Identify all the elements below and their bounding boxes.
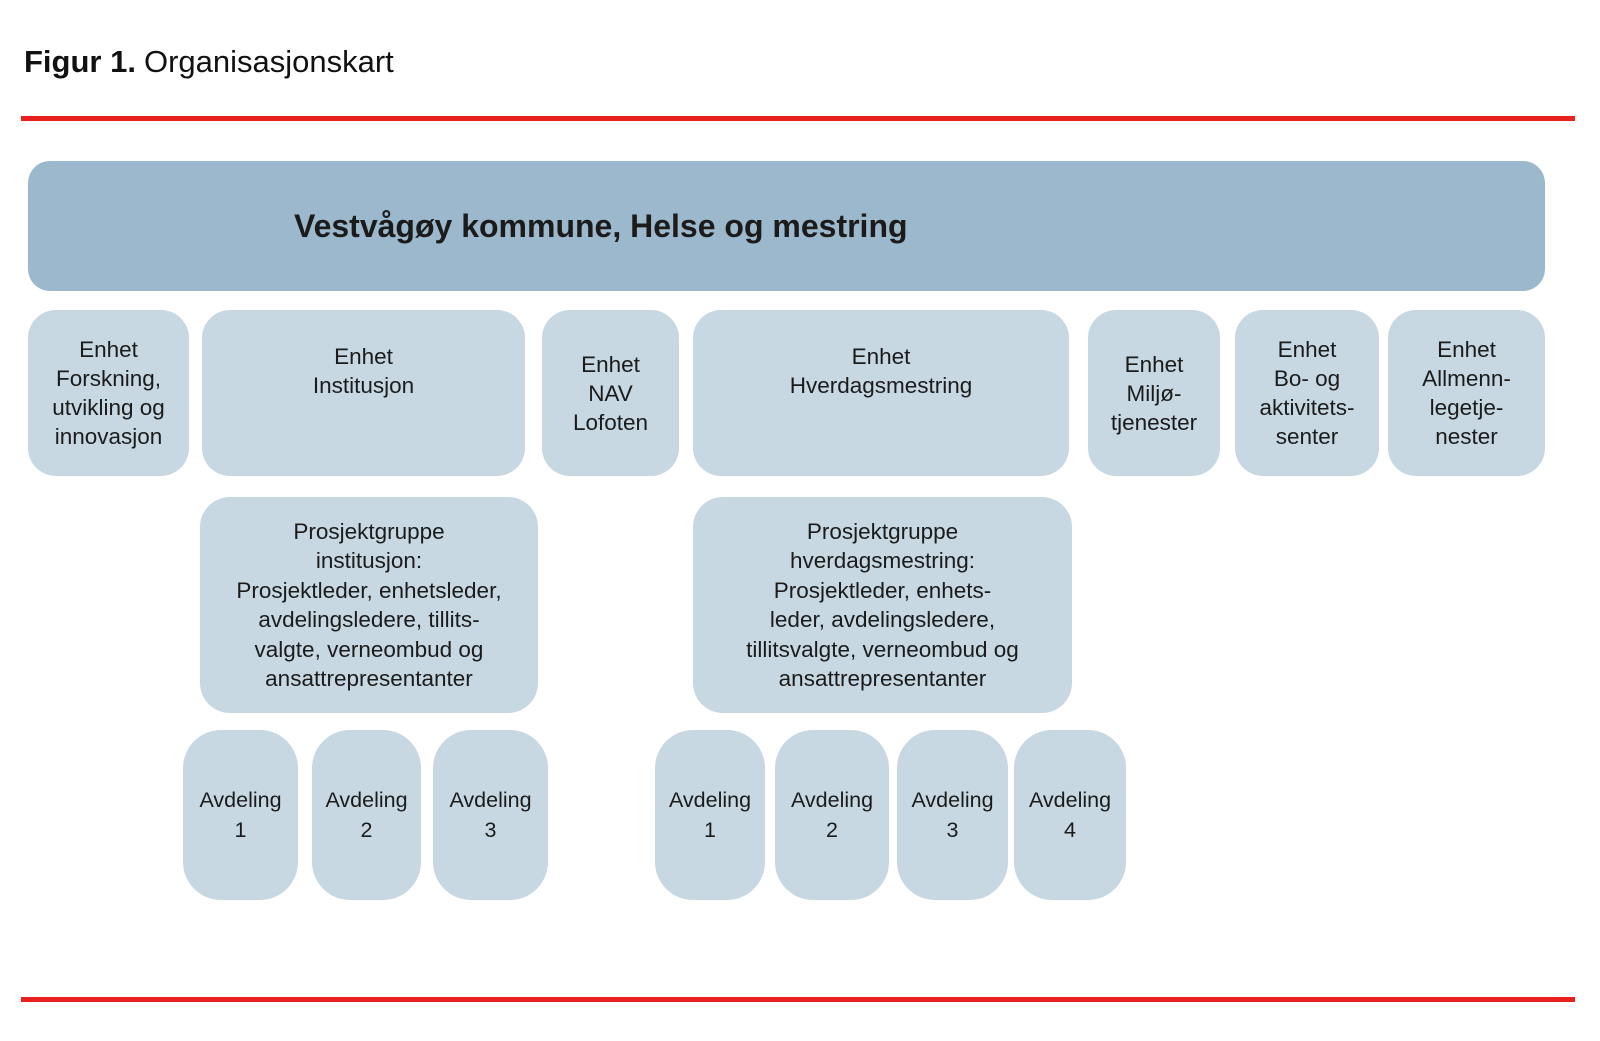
top-divider-line (21, 116, 1575, 121)
unit-node-miljotjenester: Enhet Miljø- tjenester (1088, 310, 1220, 476)
department-node-hverdagsmestring-4: Avdeling 4 (1014, 730, 1126, 900)
unit-node-bo-og-aktivitetssenter: Enhet Bo- og aktivitets- senter (1235, 310, 1379, 476)
unit-node-nav-lofoten: Enhet NAV Lofoten (542, 310, 679, 476)
department-node-institusjon-1: Avdeling 1 (183, 730, 298, 900)
department-node-institusjon-3: Avdeling 3 (433, 730, 548, 900)
department-node-hverdagsmestring-2: Avdeling 2 (775, 730, 889, 900)
unit-node-institusjon: Enhet Institusjon (202, 310, 525, 476)
figure-label: Figur 1. (24, 44, 136, 79)
department-node-institusjon-2: Avdeling 2 (312, 730, 421, 900)
unit-node-forskning-utvikling-innovasjon: Enhet Forskning, utvikling og innovasjon (28, 310, 189, 476)
org-root-node: Vestvågøy kommune, Helse og mestring (28, 161, 1545, 291)
bottom-divider-line (21, 997, 1575, 1002)
unit-node-hverdagsmestring: Enhet Hverdagsmestring (693, 310, 1069, 476)
unit-node-allmennlegetjenester: Enhet Allmenn- legetje- nester (1388, 310, 1545, 476)
department-node-hverdagsmestring-3: Avdeling 3 (897, 730, 1008, 900)
figure-caption: Figur 1.Organisasjonskart (24, 44, 394, 80)
project-group-node-institusjon: Prosjektgruppe institusjon: Prosjektlede… (200, 497, 538, 713)
department-node-hverdagsmestring-1: Avdeling 1 (655, 730, 765, 900)
figure-title: Organisasjonskart (143, 44, 394, 79)
project-group-node-hverdagsmestring: Prosjektgruppe hverdagsmestring: Prosjek… (693, 497, 1072, 713)
